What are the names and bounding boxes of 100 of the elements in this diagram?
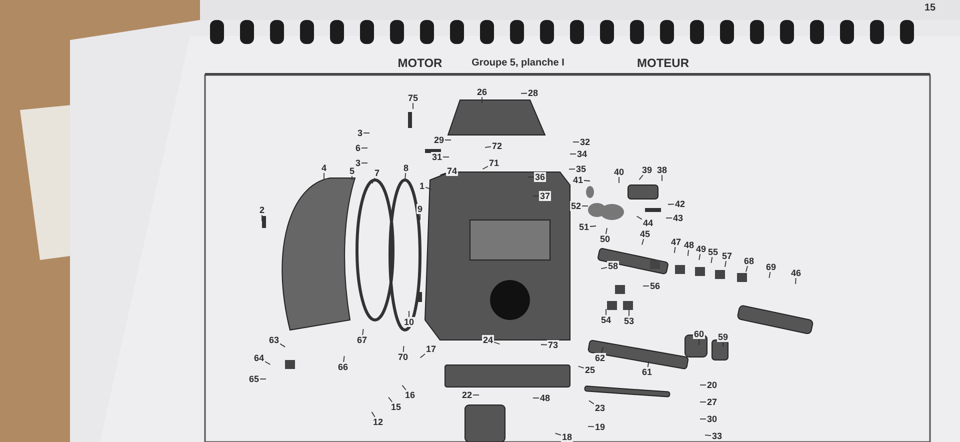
- callout-number: 52: [570, 201, 582, 211]
- leader-line: [388, 396, 393, 402]
- callout-number: 7: [374, 168, 380, 178]
- leader-line: [280, 343, 286, 348]
- callout-number: 9: [416, 204, 424, 214]
- callout-number: 41: [572, 175, 584, 185]
- leader-line: [472, 394, 480, 396]
- callout-number: 53: [623, 316, 635, 326]
- callout-number: 55: [707, 247, 719, 257]
- callout-number: 28: [527, 88, 539, 98]
- callout-number: 62: [594, 353, 606, 363]
- callout-number: 51: [578, 222, 590, 232]
- leader-line: [628, 310, 630, 316]
- page-number: 15: [924, 2, 936, 14]
- leader-line: [425, 186, 432, 190]
- leader-line: [362, 328, 364, 336]
- leader-line: [698, 338, 700, 346]
- callout-number: 30: [706, 414, 718, 424]
- callout-number: 54: [600, 315, 612, 325]
- callout-number: 22: [461, 390, 473, 400]
- leader-line: [343, 356, 345, 362]
- callout-number: 25: [584, 365, 596, 375]
- callout-number: 64: [253, 353, 265, 363]
- leader-line: [745, 266, 748, 272]
- callout-number: 72: [491, 141, 503, 151]
- callout-number: 10: [403, 317, 415, 327]
- callout-number: 16: [404, 390, 416, 400]
- callout-number: 73: [547, 340, 559, 350]
- callout-number: 75: [407, 93, 419, 103]
- callout-number: 48: [539, 393, 551, 403]
- callout-number: 39: [641, 165, 653, 175]
- callout-number: 5: [348, 166, 356, 176]
- callout-number: 31: [431, 152, 443, 162]
- leader-line: [700, 384, 706, 386]
- callout-number: 8: [402, 163, 410, 173]
- leader-line: [647, 360, 650, 368]
- leader-line: [704, 434, 712, 436]
- leader-line: [642, 238, 644, 246]
- callout-number: 45: [639, 229, 651, 239]
- leader-line: [724, 260, 727, 268]
- callout-number: 61: [641, 367, 653, 377]
- leader-line: [408, 310, 410, 318]
- callout-number: 12: [372, 417, 384, 427]
- callout-number: 32: [579, 137, 591, 147]
- leader-line: [700, 418, 706, 420]
- leader-line: [605, 228, 608, 234]
- callout-number: 24: [482, 335, 494, 345]
- callout-number: 58: [607, 261, 619, 271]
- leader-line: [638, 174, 644, 180]
- callout-number: 26: [476, 87, 488, 97]
- leader-line: [442, 156, 450, 158]
- callout-number: 3: [354, 158, 362, 168]
- callout-number: 71: [488, 158, 500, 168]
- page-heading: Groupe 5, planche I: [472, 58, 564, 68]
- leader-line: [590, 226, 596, 227]
- callout-number: 34: [576, 149, 588, 159]
- callout-number: 59: [717, 332, 729, 342]
- callout-number: 35: [575, 164, 587, 174]
- callout-number: 36: [534, 172, 546, 182]
- leader-line: [687, 250, 689, 256]
- page-heading: MOTEUR: [637, 56, 689, 70]
- callout-number: 43: [672, 213, 684, 223]
- callout-number: 40: [613, 167, 625, 177]
- callout-number: 69: [765, 262, 777, 272]
- leader-line: [584, 180, 590, 182]
- leader-line: [402, 346, 404, 352]
- callout-number: 29: [433, 135, 445, 145]
- leader-line: [412, 102, 414, 110]
- callout-number: 1: [418, 181, 426, 191]
- callout-number: 18: [561, 432, 573, 442]
- callout-number: 49: [695, 244, 707, 254]
- callout-number: 50: [599, 234, 611, 244]
- leader-line: [371, 411, 376, 418]
- callout-number: 70: [397, 352, 409, 362]
- callout-number: 56: [649, 281, 661, 291]
- leader-line: [588, 426, 594, 428]
- callout-number: 60: [693, 329, 705, 339]
- leader-line: [260, 378, 266, 380]
- callout-number: 38: [656, 165, 668, 175]
- leader-line: [372, 178, 376, 184]
- callout-number: 19: [594, 422, 606, 432]
- leader-line: [768, 272, 771, 278]
- callout-number: 63: [268, 335, 280, 345]
- leader-line: [402, 384, 406, 390]
- leader-line: [420, 353, 426, 358]
- callout-number: 23: [594, 403, 606, 413]
- leader-line: [520, 92, 528, 94]
- callout-number: 17: [425, 344, 437, 354]
- leader-line: [722, 342, 724, 348]
- page-heading: MOTOR: [398, 56, 442, 70]
- leader-line: [698, 254, 701, 260]
- callout-number: 68: [743, 256, 755, 266]
- callout-number: 4: [320, 163, 328, 173]
- callout-number: 37: [539, 191, 551, 201]
- callout-number: 66: [337, 362, 349, 372]
- leader-line: [674, 246, 676, 254]
- callout-number: 2: [258, 205, 266, 215]
- callout-number: 74: [446, 166, 458, 176]
- leader-line: [528, 176, 534, 178]
- callout-number: 33: [711, 431, 723, 441]
